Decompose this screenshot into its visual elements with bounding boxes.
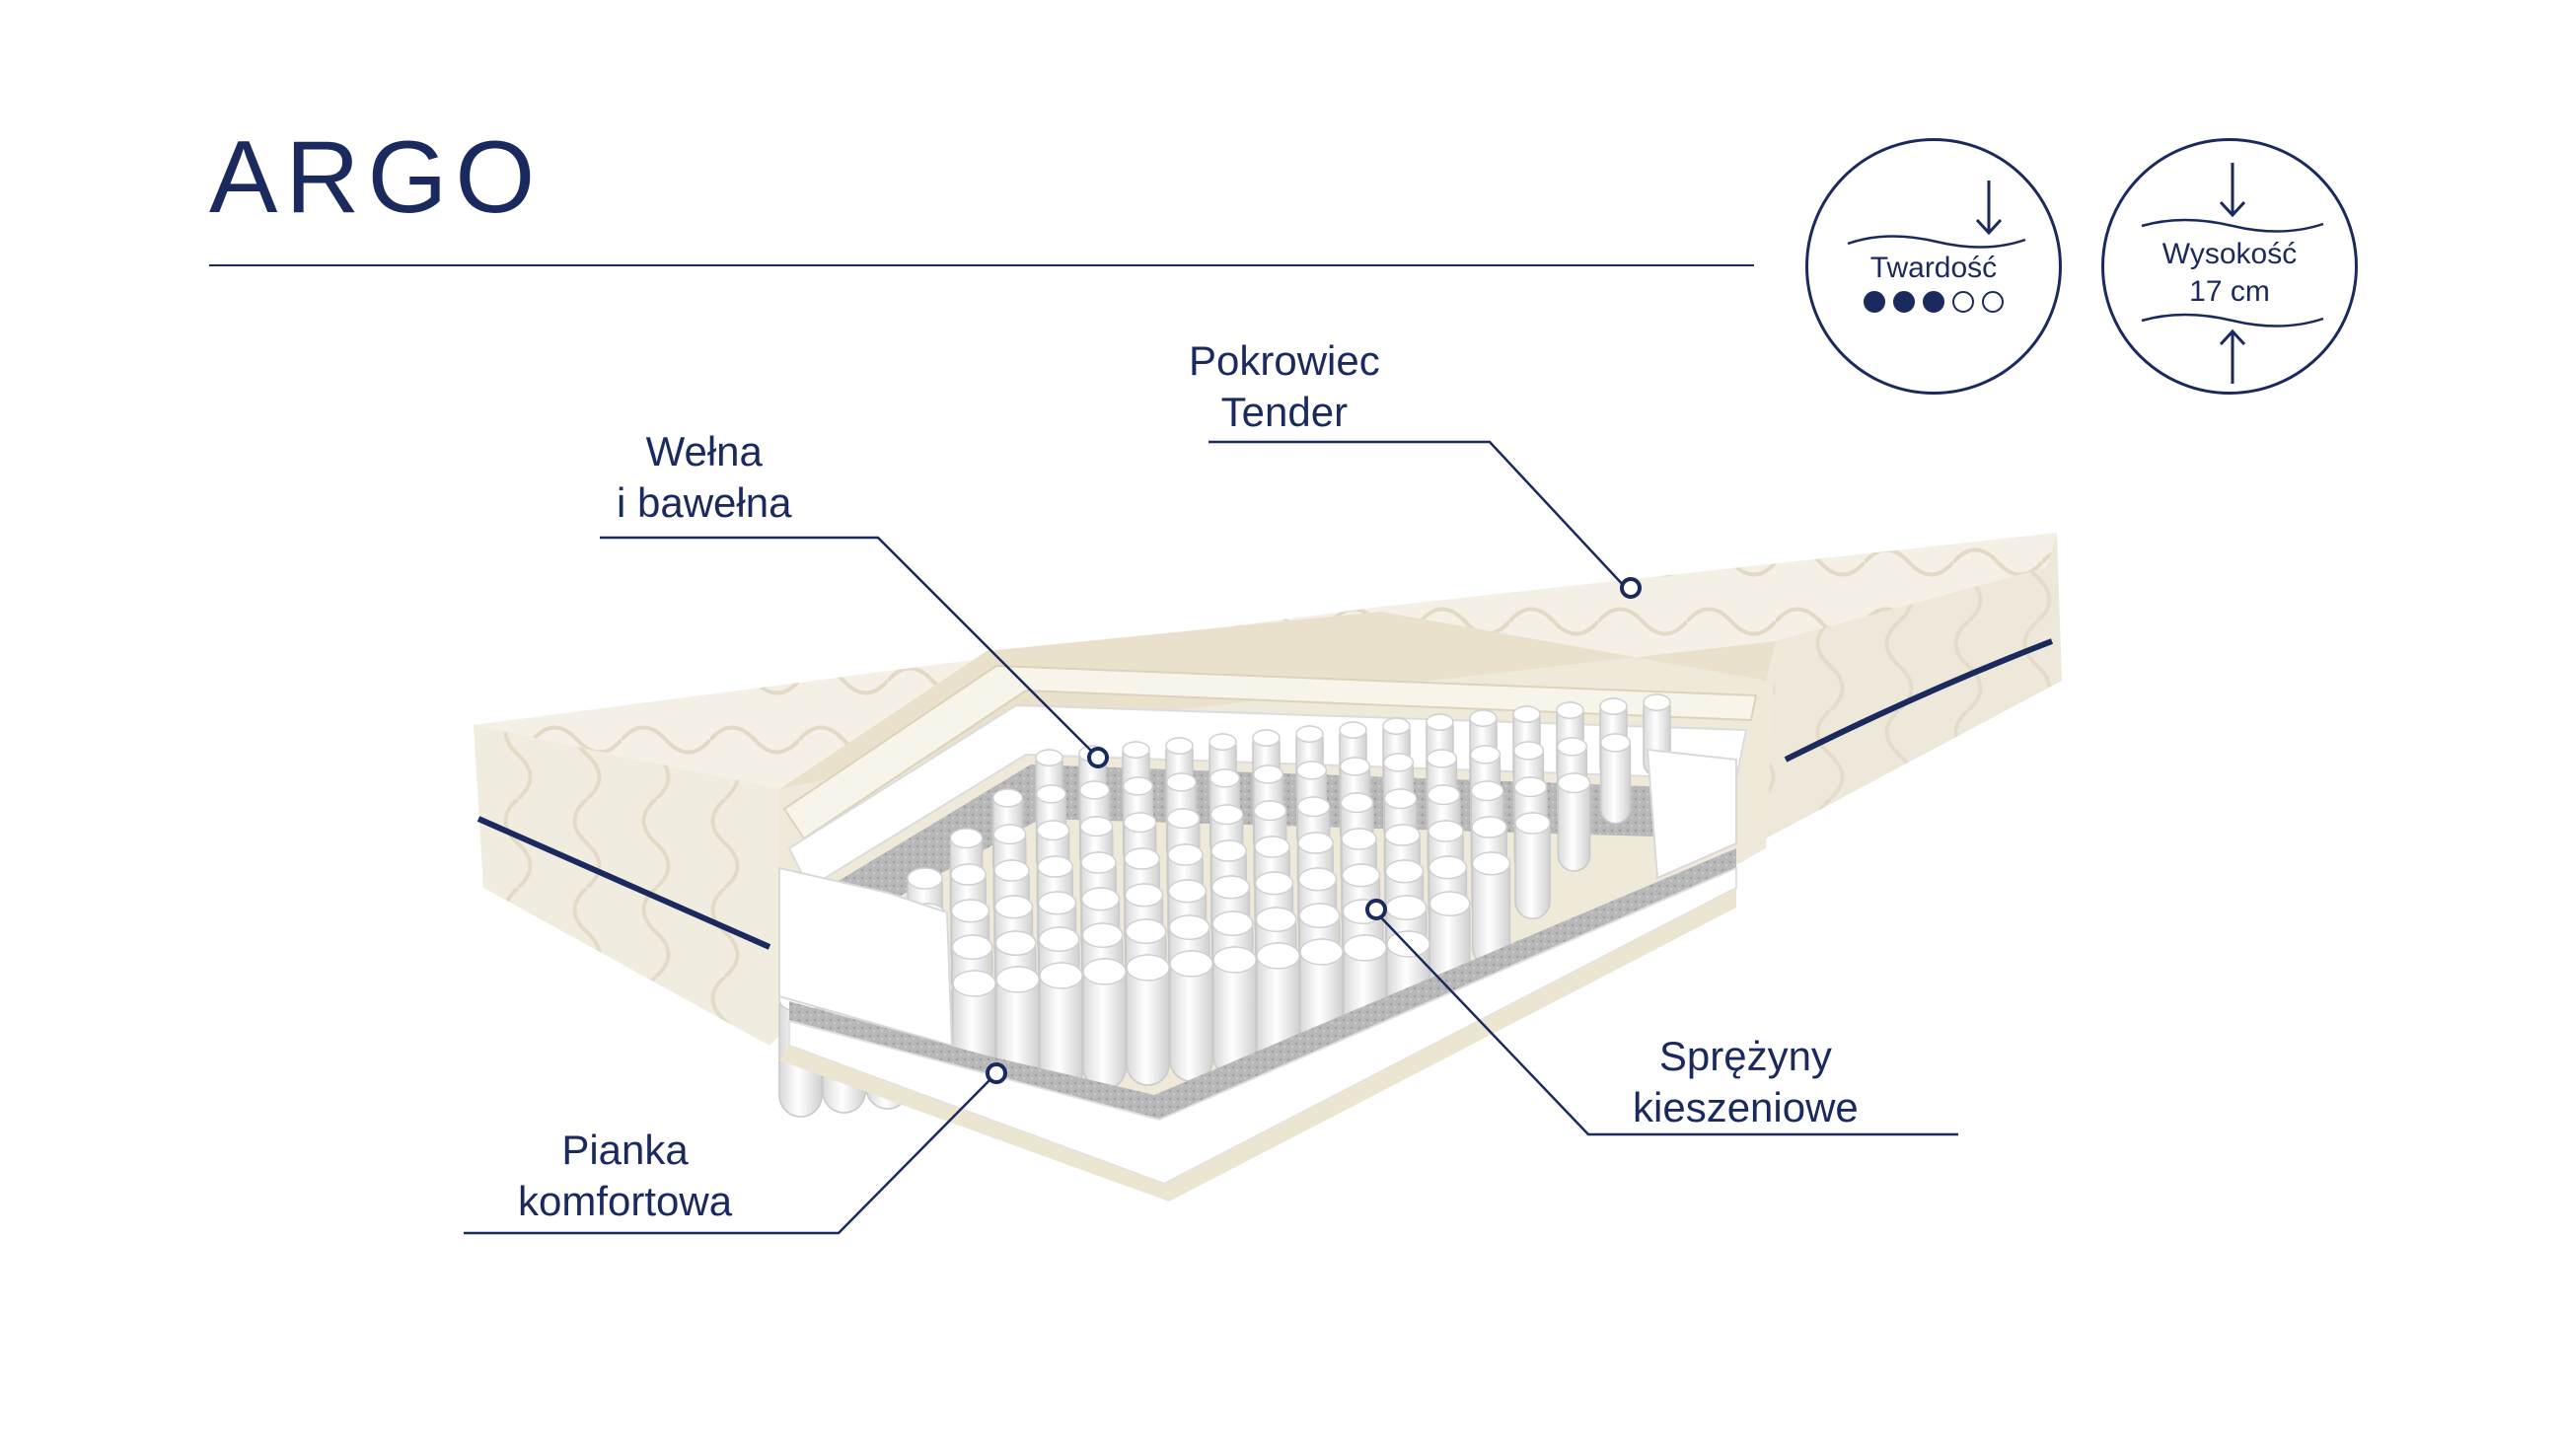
bottom-wave-icon — [2141, 313, 2324, 328]
foam-edge-block-left — [778, 866, 954, 1048]
pocket-spring — [1082, 958, 1127, 1090]
label-wool-line1: Wełna — [645, 428, 763, 474]
label-wool-line2: i bawełna — [617, 479, 792, 526]
label-foam: Pianka komfortowa — [518, 1125, 732, 1227]
mattress-left-side — [474, 725, 779, 1046]
firmness-dot — [1923, 291, 1944, 313]
height-label: Wysokość — [2161, 238, 2298, 270]
label-cover: Pokrowiec Tender — [1189, 335, 1380, 438]
firmness-rating — [1808, 291, 2059, 318]
bottom-felt-layer — [789, 848, 1736, 1120]
pocket-spring — [1514, 812, 1551, 919]
pocket-spring — [1599, 733, 1632, 825]
pocket-spring — [1557, 772, 1591, 872]
down-arrow-icon — [2219, 163, 2246, 218]
firmness-dot — [1864, 291, 1885, 313]
foam-marker — [986, 1062, 1007, 1084]
page-title: ARGO — [209, 120, 544, 235]
height-badge: Wysokość 17 cm — [2101, 138, 2358, 395]
label-springs-line1: Sprężyny — [1658, 1033, 1832, 1079]
label-cover-line1: Pokrowiec — [1189, 337, 1380, 384]
up-arrow-icon — [2219, 328, 2246, 384]
pocket-spring — [1471, 851, 1511, 968]
springs-leader-line — [1375, 911, 1958, 1136]
firmness-dot — [1952, 291, 1974, 313]
firmness-badge: Twardość — [1805, 138, 2062, 395]
title-divider — [209, 264, 1754, 266]
label-springs-line2: kieszeniowe — [1633, 1084, 1859, 1130]
pocket-spring — [1126, 954, 1170, 1086]
cover-marker — [1620, 577, 1642, 599]
pocket-spring — [1039, 962, 1083, 1094]
firmness-dot — [1893, 291, 1915, 313]
height-value: 17 cm — [2189, 275, 2270, 308]
mattress-right-side — [1756, 533, 2062, 838]
pocket-spring — [1169, 950, 1213, 1082]
label-springs: Sprężyny kieszeniowe — [1633, 1031, 1859, 1133]
surface-wave-icon — [1847, 235, 2026, 249]
label-foam-line2: komfortowa — [518, 1178, 733, 1224]
label-cover-line2: Tender — [1220, 389, 1349, 435]
pocket-spring — [1212, 946, 1257, 1078]
top-wave-icon — [2141, 218, 2324, 233]
wool-leader-line — [600, 536, 1096, 756]
foam-edge-block-right — [1646, 748, 1737, 880]
wool-marker — [1087, 747, 1109, 768]
label-wool: Wełna i bawełna — [617, 426, 791, 529]
foam-leader-line — [464, 1072, 997, 1235]
firmness-label: Twardość — [1869, 252, 1998, 284]
cover-leader-line — [1208, 440, 1627, 589]
down-arrow-icon — [1975, 181, 2003, 236]
springs-marker — [1365, 899, 1387, 920]
firmness-dot — [1982, 291, 2004, 313]
label-foam-line1: Pianka — [561, 1127, 689, 1173]
